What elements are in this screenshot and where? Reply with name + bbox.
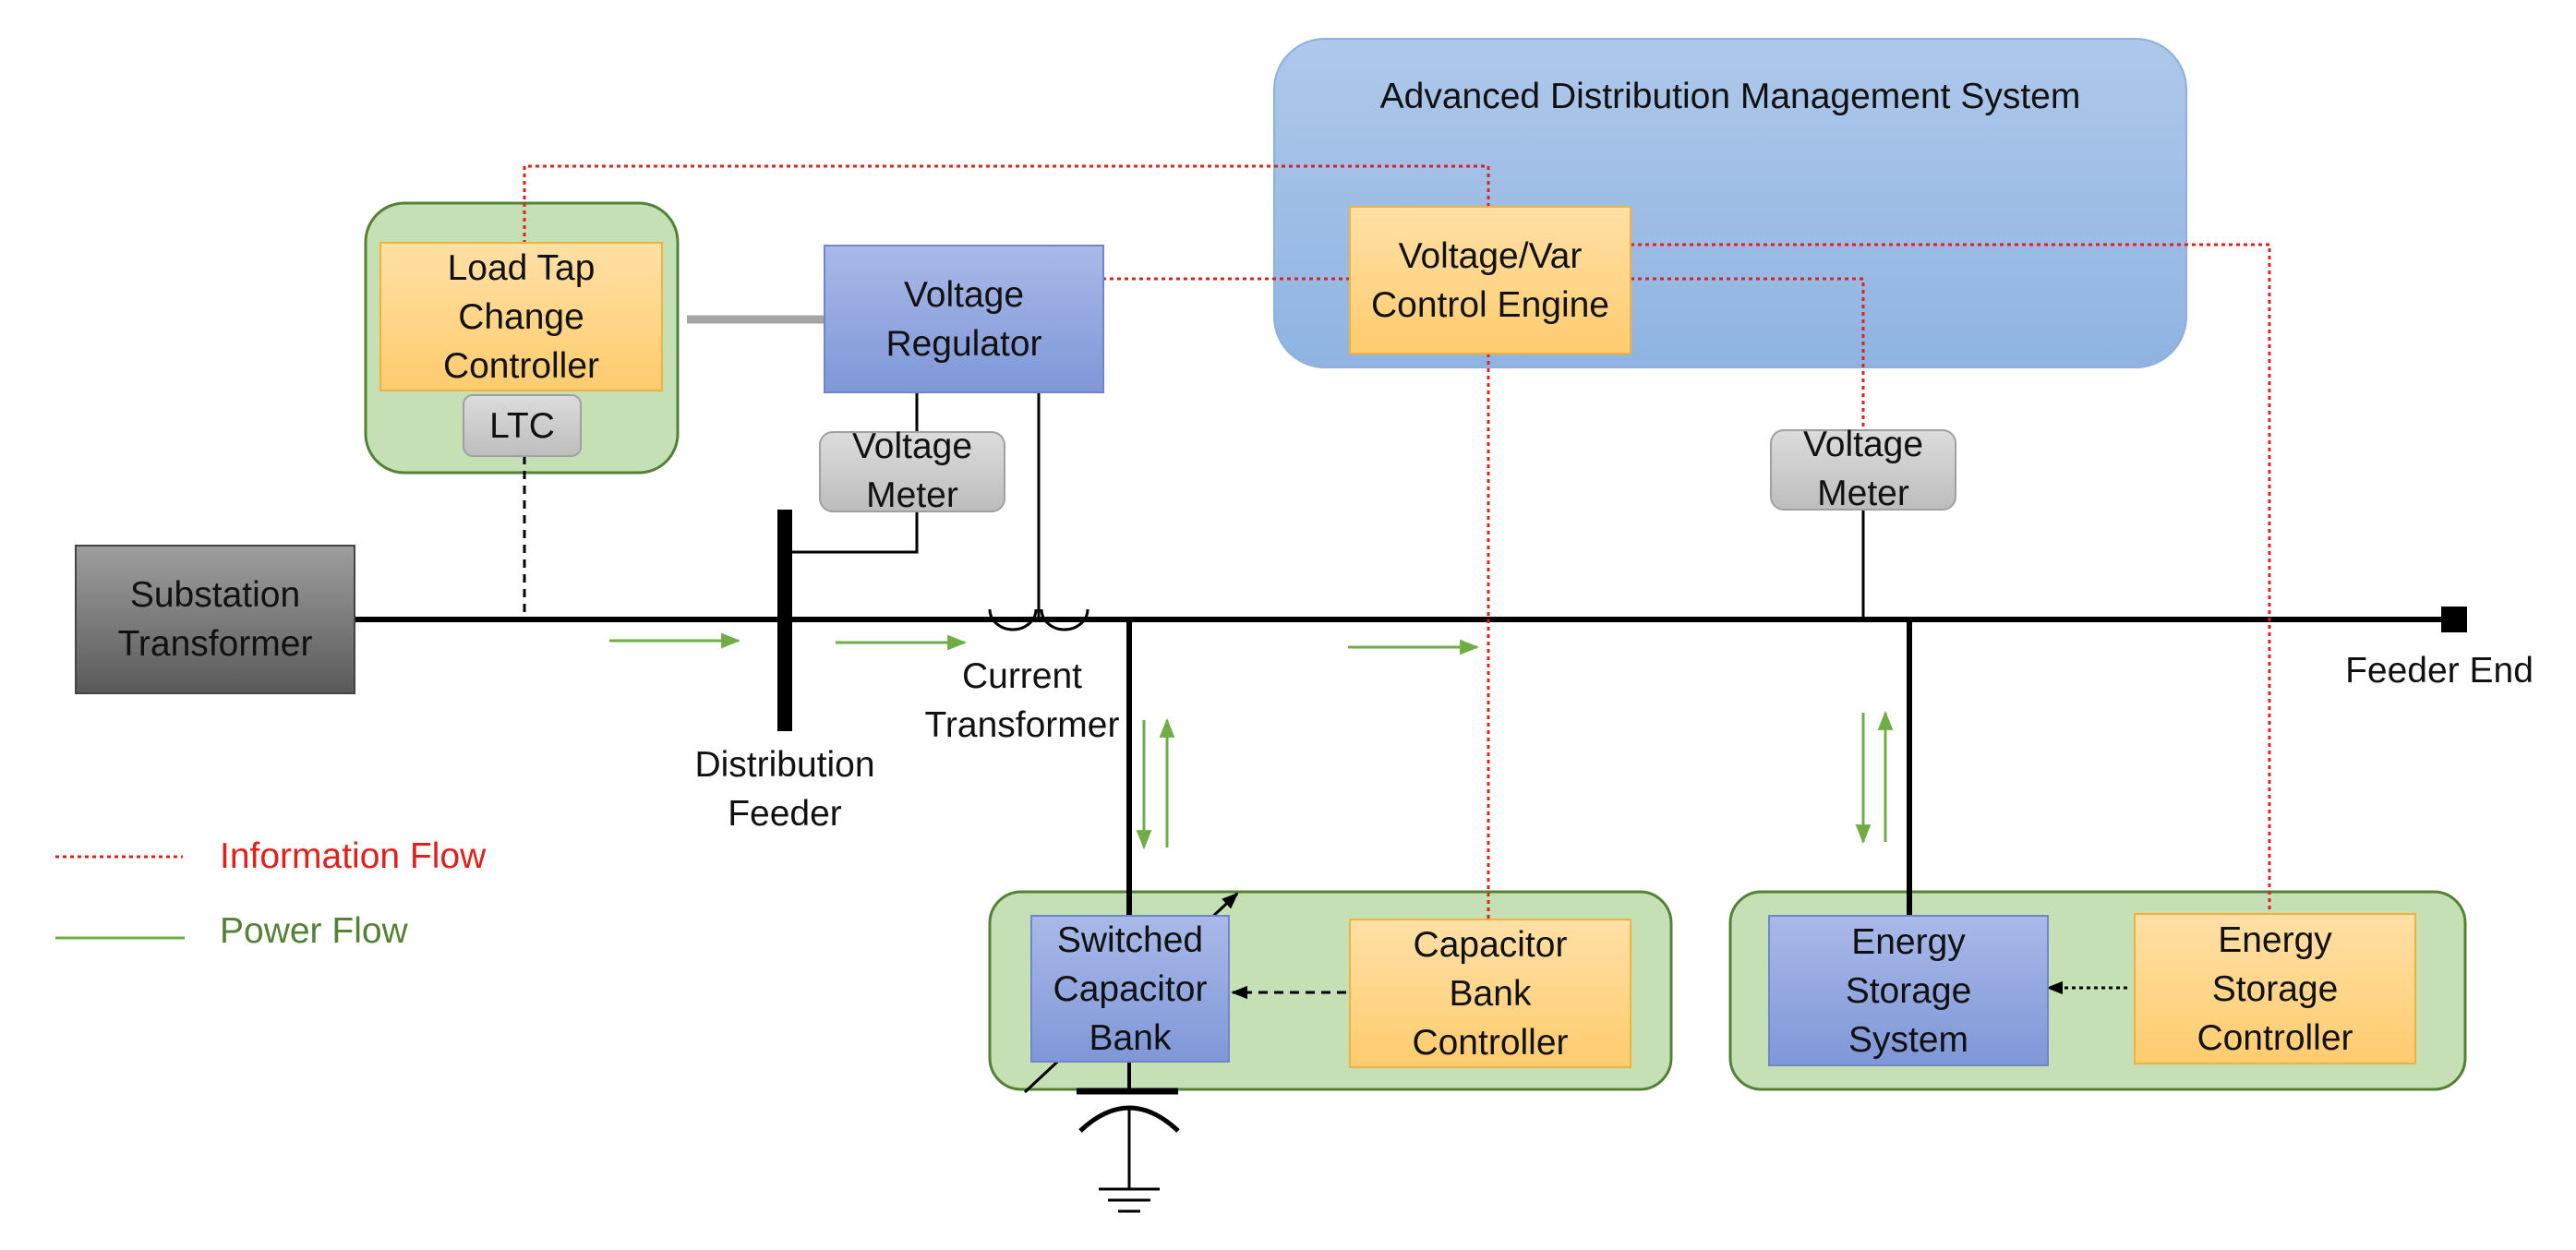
vvc-engine-label: Voltage/Var Control Engine [1371, 235, 1609, 325]
ltc-label: LTC [489, 405, 555, 446]
switched-capacitor-bank-label: Switched Capacitor Bank [1053, 919, 1208, 1058]
ltc-box [463, 394, 582, 457]
info-flow-meter2 [1631, 277, 1865, 430]
vvc-engine-box [1349, 206, 1631, 355]
power-flow-arrows [609, 632, 1894, 850]
feeder-end-label: Feeder End [2345, 650, 2534, 691]
information-flow-lines [523, 164, 2271, 919]
legend-information-flow: Information Flow [220, 836, 487, 876]
capacitor-bank-controller-box [1349, 919, 1631, 1068]
info-flow-storage [1631, 243, 2271, 914]
energy-storage-system-label: Energy Storage System [1845, 921, 1972, 1060]
ltc-controller-box [379, 242, 663, 391]
substation-transformer-label: Substation Transformer [117, 575, 313, 664]
feeder-busbar [777, 510, 792, 731]
distribution-feeder-label: Distribution Feeder [694, 745, 875, 834]
energy-storage-controller-label: Energy Storage Controller [2197, 919, 2353, 1058]
voltage-regulator-box [824, 245, 1104, 393]
adms-title: Advanced Distribution Management System [1379, 76, 2081, 116]
meter1-busbar-link [792, 511, 919, 554]
switched-capacitor-bank-box [1030, 915, 1230, 1063]
capacitor-bank-controller-label: Capacitor Bank Controller [1412, 924, 1569, 1063]
current-transformer-label: Current Transformer [924, 656, 1120, 745]
energy-storage-system-box [1768, 915, 2049, 1066]
feeder-end-terminal [2441, 607, 2467, 632]
ltc-controller-label: Load Tap Change Controller [442, 247, 600, 386]
voltage-meter-1-box [819, 431, 1005, 512]
voltage-regulator-label: Voltage Regulator [885, 274, 1042, 364]
energy-storage-controller-box [2134, 913, 2416, 1064]
legend-power-flow: Power Flow [220, 911, 408, 951]
voltage-meter-1-label: Voltage Meter [851, 427, 973, 515]
voltage-meter-2-label: Voltage Meter [1802, 425, 1924, 513]
voltage-meter-2-box [1770, 429, 1956, 511]
current-transformer-symbol [988, 608, 1089, 631]
substation-transformer-box [75, 545, 355, 694]
info-flow-ltc [523, 164, 1490, 244]
